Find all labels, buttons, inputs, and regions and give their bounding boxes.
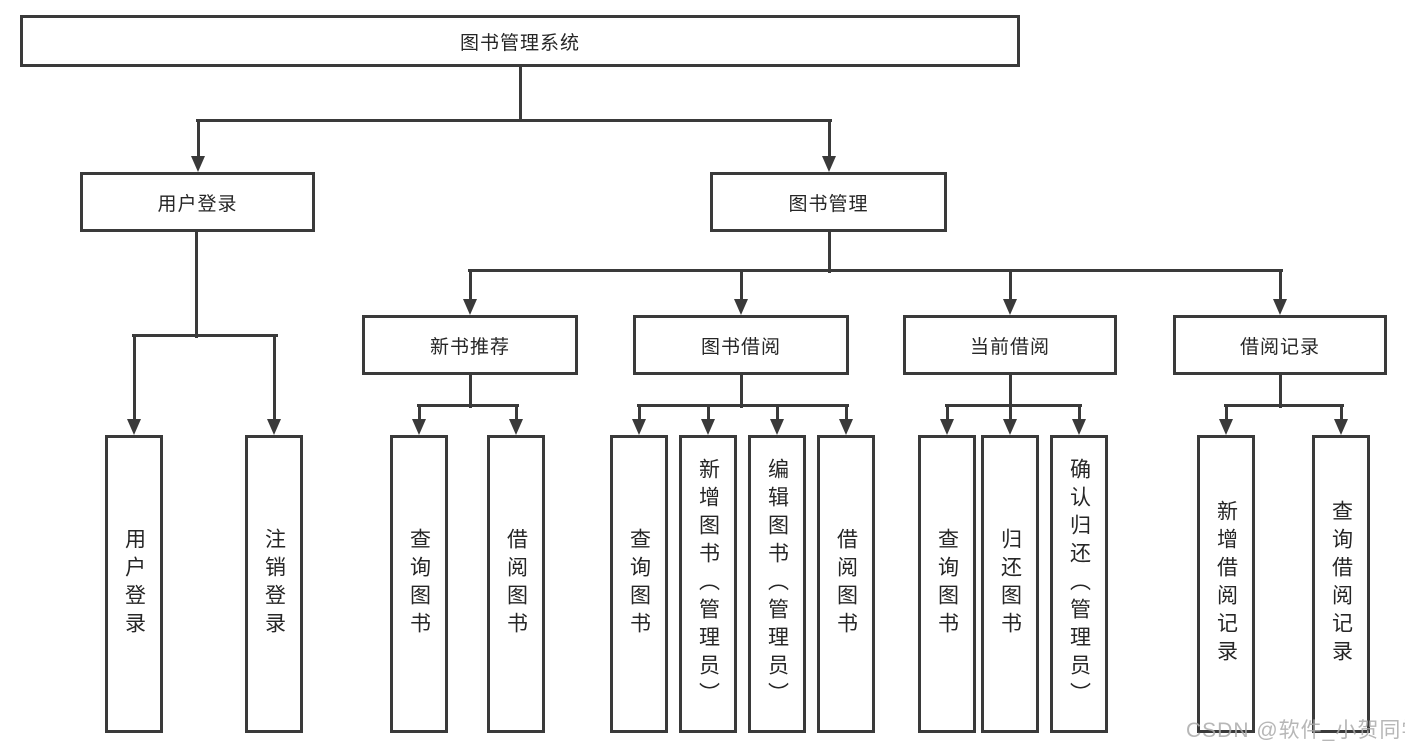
connector-line-vertical bbox=[1077, 405, 1081, 423]
connector-line-vertical bbox=[194, 232, 198, 338]
node-leaf-confirm-return: 确认归还（管理员） bbox=[1050, 435, 1108, 733]
connector-line-vertical bbox=[514, 405, 518, 423]
connector-line-horizontal bbox=[636, 403, 849, 407]
connector-line-horizontal bbox=[131, 333, 278, 337]
arrow-down-icon bbox=[770, 419, 784, 435]
arrow-down-icon bbox=[1273, 299, 1287, 315]
node-leaf-query-book-3: 查询图书 bbox=[918, 435, 976, 733]
node-label: 注销登录 bbox=[262, 528, 286, 640]
connector-line-horizontal bbox=[416, 403, 519, 407]
node-leaf-add-book: 新增图书（管理员） bbox=[679, 435, 737, 733]
node-label: 查询图书 bbox=[407, 528, 431, 640]
connector-line-horizontal bbox=[467, 268, 1283, 272]
node-label: 图书借阅 bbox=[700, 336, 781, 358]
arrow-down-icon bbox=[632, 419, 646, 435]
node-label: 编辑图书（管理员） bbox=[765, 458, 789, 710]
node-leaf-query-book-1: 查询图书 bbox=[390, 435, 448, 733]
node-label: 图书管理系统 bbox=[459, 32, 580, 54]
node-leaf-query-borrow-record: 查询借阅记录 bbox=[1312, 435, 1370, 733]
node-leaf-return-book: 归还图书 bbox=[981, 435, 1039, 733]
connector-line-vertical bbox=[1008, 270, 1012, 303]
csdn-watermark: CSDN @软件_小贺同学 bbox=[1186, 719, 1405, 742]
arrow-down-icon bbox=[1072, 419, 1086, 435]
node-label: 新增借阅记录 bbox=[1214, 500, 1238, 668]
node-label: 查询借阅记录 bbox=[1329, 500, 1353, 668]
connector-line-vertical bbox=[1008, 375, 1012, 408]
node-leaf-edit-book: 编辑图书（管理员） bbox=[748, 435, 806, 733]
node-leaf-logout: 注销登录 bbox=[245, 435, 303, 733]
connector-line-vertical bbox=[518, 67, 522, 120]
node-leaf-add-borrow-record: 新增借阅记录 bbox=[1197, 435, 1255, 733]
connector-line-horizontal bbox=[1223, 403, 1344, 407]
arrow-down-icon bbox=[412, 419, 426, 435]
node-root: 图书管理系统 bbox=[20, 15, 1020, 67]
connector-line-vertical bbox=[468, 270, 472, 303]
arrow-down-icon bbox=[940, 419, 954, 435]
node-label: 查询图书 bbox=[627, 528, 651, 640]
arrow-down-icon bbox=[509, 419, 523, 435]
node-label: 借阅图书 bbox=[504, 528, 528, 640]
node-label: 用户登录 bbox=[157, 193, 238, 215]
connector-line-vertical bbox=[468, 375, 472, 408]
connector-line-vertical bbox=[739, 270, 743, 303]
connector-line-vertical bbox=[945, 405, 949, 423]
connector-line-vertical bbox=[1278, 375, 1282, 408]
node-label: 借阅记录 bbox=[1239, 336, 1320, 358]
arrow-down-icon bbox=[127, 419, 141, 435]
arrow-down-icon bbox=[1003, 299, 1017, 315]
node-label: 新书推荐 bbox=[429, 336, 510, 358]
connector-line-vertical bbox=[775, 405, 779, 423]
node-label: 用户登录 bbox=[122, 528, 146, 640]
connector-line-vertical bbox=[637, 405, 641, 423]
arrow-down-icon bbox=[463, 299, 477, 315]
connector-line-horizontal bbox=[195, 118, 832, 122]
connector-line-vertical bbox=[827, 232, 831, 273]
arrow-down-icon bbox=[1219, 419, 1233, 435]
node-current-borrow: 当前借阅 bbox=[903, 315, 1117, 375]
node-label: 当前借阅 bbox=[969, 336, 1050, 358]
node-leaf-user-login: 用户登录 bbox=[105, 435, 163, 733]
connector-line-vertical bbox=[827, 120, 831, 160]
node-label: 新增图书（管理员） bbox=[696, 458, 720, 710]
node-label: 借阅图书 bbox=[834, 528, 858, 640]
connector-line-vertical bbox=[132, 335, 136, 423]
node-label: 查询图书 bbox=[935, 528, 959, 640]
arrow-down-icon bbox=[1334, 419, 1348, 435]
node-book-mgmt: 图书管理 bbox=[710, 172, 947, 232]
arrow-down-icon bbox=[267, 419, 281, 435]
node-leaf-borrow-book-2: 借阅图书 bbox=[817, 435, 875, 733]
arrow-down-icon bbox=[701, 419, 715, 435]
connector-line-vertical bbox=[706, 405, 710, 423]
connector-line-vertical bbox=[1224, 405, 1228, 423]
node-leaf-borrow-book-1: 借阅图书 bbox=[487, 435, 545, 733]
arrow-down-icon bbox=[839, 419, 853, 435]
connector-line-horizontal bbox=[944, 403, 1082, 407]
connector-line-vertical bbox=[196, 120, 200, 160]
node-label: 归还图书 bbox=[998, 528, 1022, 640]
node-book-borrow: 图书借阅 bbox=[633, 315, 849, 375]
connector-line-vertical bbox=[417, 405, 421, 423]
connector-line-vertical bbox=[1008, 405, 1012, 423]
arrow-down-icon bbox=[191, 156, 205, 172]
node-leaf-query-book-2: 查询图书 bbox=[610, 435, 668, 733]
connector-line-vertical bbox=[739, 375, 743, 408]
connector-line-vertical bbox=[1278, 270, 1282, 303]
node-user-login: 用户登录 bbox=[80, 172, 315, 232]
arrow-down-icon bbox=[1003, 419, 1017, 435]
node-label: 确认归还（管理员） bbox=[1067, 458, 1091, 710]
node-borrow-records: 借阅记录 bbox=[1173, 315, 1387, 375]
arrow-down-icon bbox=[822, 156, 836, 172]
connector-line-vertical bbox=[1339, 405, 1343, 423]
connector-line-vertical bbox=[272, 335, 276, 423]
node-new-book-rec: 新书推荐 bbox=[362, 315, 578, 375]
arrow-down-icon bbox=[734, 299, 748, 315]
node-label: 图书管理 bbox=[788, 193, 869, 215]
connector-line-vertical bbox=[844, 405, 848, 423]
